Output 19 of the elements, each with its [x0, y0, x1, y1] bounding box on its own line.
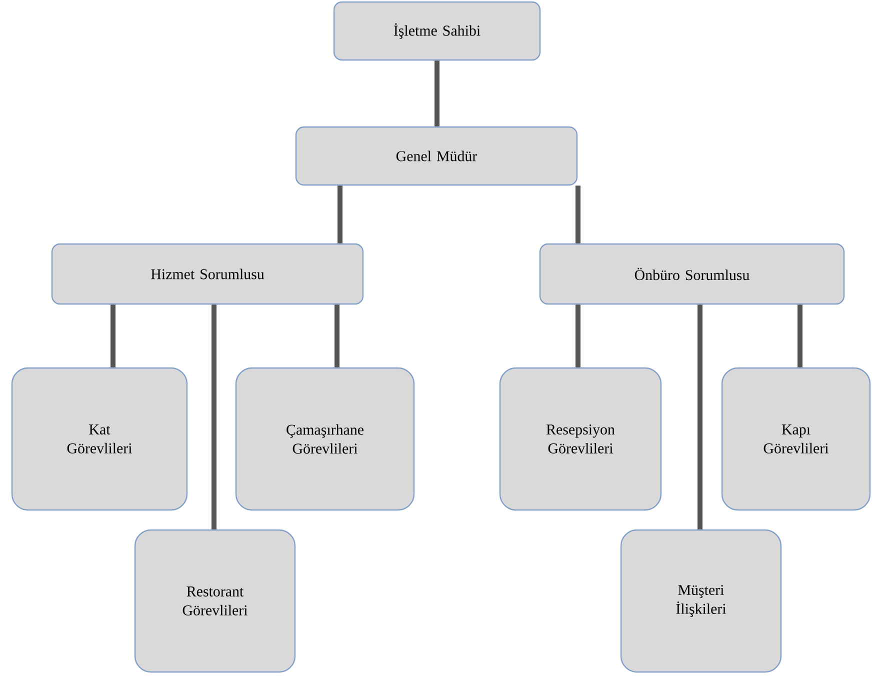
org-box: Kapı Görevlileri	[721, 367, 871, 511]
connector-line	[334, 304, 340, 368]
org-box: Restorant Görevlileri	[134, 529, 296, 673]
connector-line	[698, 304, 702, 530]
connector-line	[798, 304, 802, 368]
org-box: Hizmet Sorumlusu	[51, 243, 364, 305]
connector-line	[576, 304, 580, 368]
connector-line	[212, 304, 216, 530]
connector-line	[110, 304, 116, 368]
org-box: Önbüro Sorumlusu	[539, 243, 845, 305]
connector-line	[434, 60, 440, 126]
org-box: Genel Müdür	[295, 126, 578, 186]
org-box: Çamaşırhane Görevlileri	[235, 367, 415, 511]
org-box: Resepsiyon Görevlileri	[499, 367, 662, 511]
org-box: Kat Görevlileri	[11, 367, 188, 511]
connector-line	[576, 186, 580, 244]
org-box: İşletme Sahibi	[333, 1, 541, 61]
connector-line	[338, 186, 342, 244]
org-box: Müşteri İlişkileri	[620, 529, 782, 673]
